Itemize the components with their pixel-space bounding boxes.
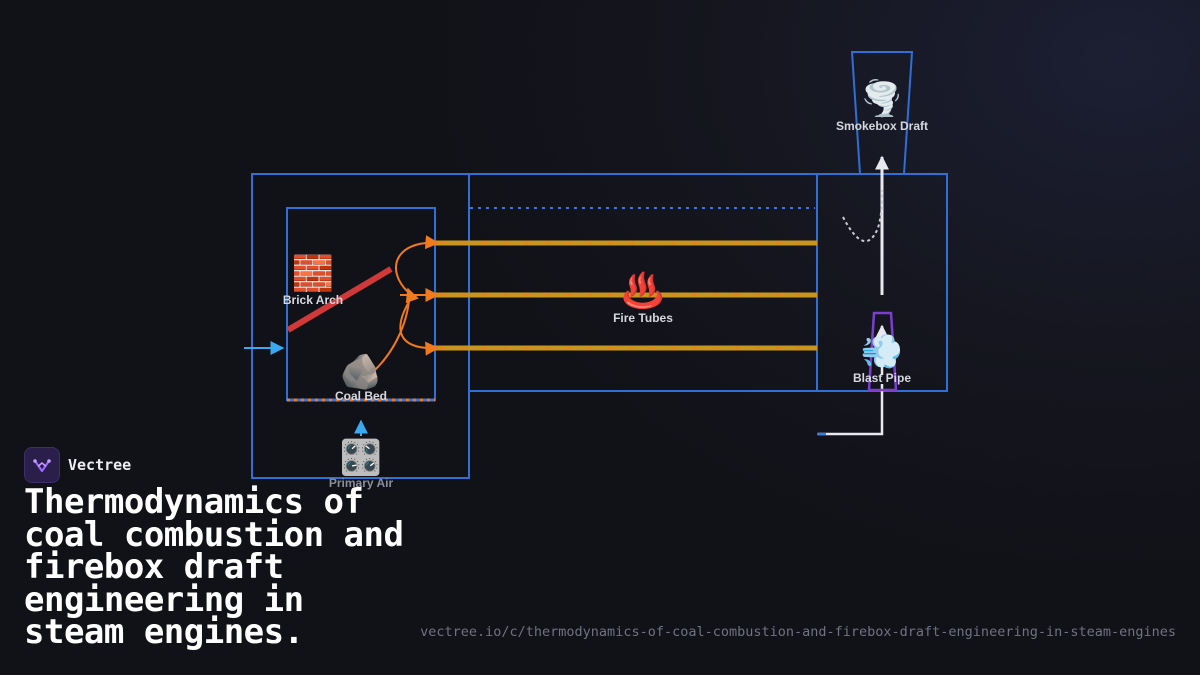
blast-pipe-label: Blast Pipe — [853, 371, 911, 385]
entrained-gas-curve — [842, 189, 883, 242]
exhaust-steam-pipe — [818, 384, 884, 436]
coal-bed-label: Coal Bed — [335, 389, 387, 403]
smokebox-draft-label: Smokebox Draft — [836, 119, 928, 133]
flame-flow-arrow — [395, 235, 440, 293]
fire-tubes-label: Fire Tubes — [613, 311, 673, 325]
control-knobs-icon: 🎛️ — [340, 438, 382, 478]
blast-pipe-nozzle — [867, 311, 898, 392]
brick-icon: 🧱 — [292, 254, 334, 294]
dash-icon: 💨 — [861, 332, 903, 372]
chimney-frame — [850, 51, 914, 175]
rock-icon: 🪨 — [340, 352, 382, 392]
tornado-icon: 🌪️ — [861, 78, 903, 119]
flame-flow-arrow — [374, 287, 419, 371]
vectree-logo-icon — [24, 447, 60, 483]
brand-name: Vectree — [68, 456, 132, 474]
brick-arch-bar — [286, 266, 393, 333]
brick-arch-label: Brick Arch — [283, 293, 343, 307]
flame-flow-arrow — [399, 299, 440, 356]
brand[interactable]: Vectree — [24, 447, 131, 483]
page-url[interactable]: vectree.io/c/thermodynamics-of-coal-comb… — [420, 624, 1176, 640]
hot-springs-icon: ♨️ — [622, 271, 664, 311]
primary-air-label: Primary Air — [329, 476, 394, 490]
page-title: Thermodynamics of coal combustion and fi… — [24, 482, 404, 652]
